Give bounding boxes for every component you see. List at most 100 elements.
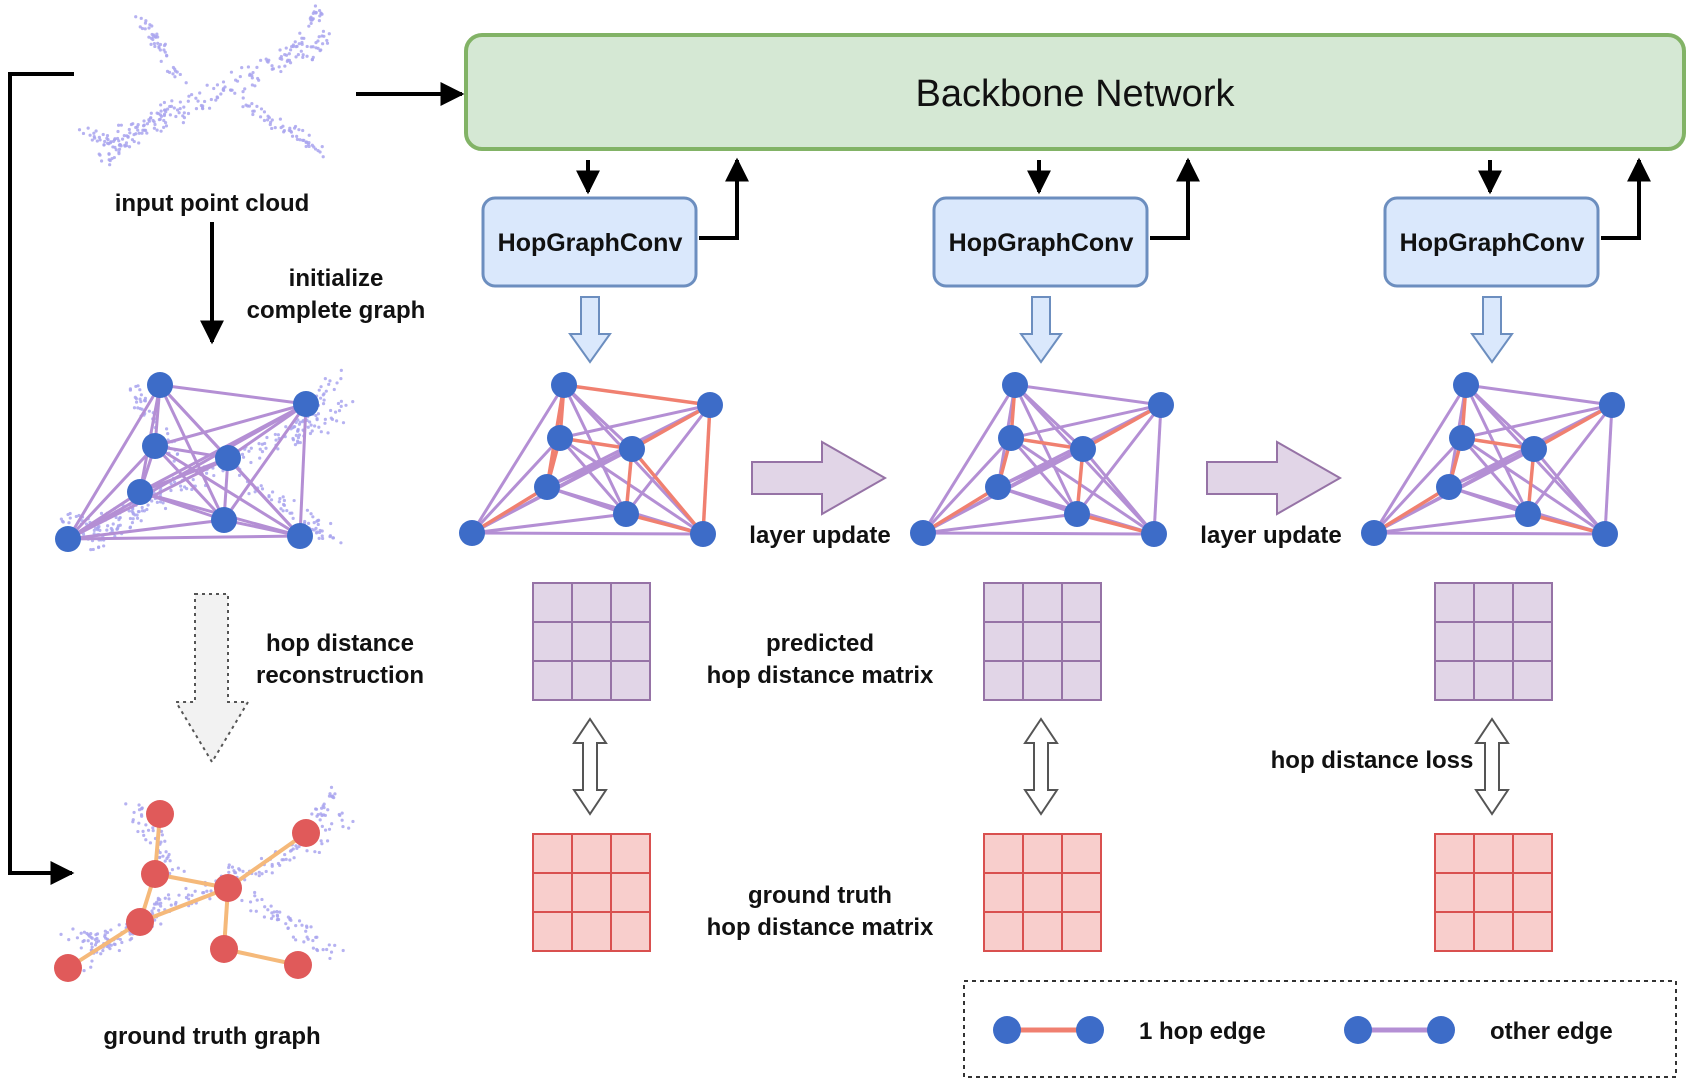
point xyxy=(233,870,237,875)
point xyxy=(290,134,295,138)
layer-update-label-1: layer update xyxy=(749,522,890,549)
point xyxy=(316,412,321,416)
point xyxy=(144,823,148,827)
point xyxy=(98,528,102,532)
matrix-cell xyxy=(1473,660,1514,701)
point xyxy=(155,900,159,904)
point xyxy=(288,916,292,921)
point xyxy=(241,869,245,873)
point xyxy=(341,421,346,425)
point xyxy=(314,46,318,50)
other-edge xyxy=(922,512,1078,535)
point xyxy=(294,924,298,928)
point xyxy=(66,512,70,517)
matrix-cell xyxy=(1512,582,1553,623)
point xyxy=(240,452,245,456)
point xyxy=(347,826,351,830)
point xyxy=(165,856,169,861)
point xyxy=(297,42,301,46)
conv-to-backbone-arrow xyxy=(699,157,749,240)
matrix-cell xyxy=(610,872,651,913)
point xyxy=(247,449,251,453)
point xyxy=(327,794,332,798)
point xyxy=(174,900,178,905)
point xyxy=(128,131,132,135)
point xyxy=(86,126,90,130)
point xyxy=(190,487,194,492)
other-edge xyxy=(559,403,711,440)
ground-truth-graph xyxy=(54,800,320,982)
other-edge xyxy=(922,531,1155,536)
point xyxy=(89,935,93,939)
point xyxy=(227,865,231,870)
point xyxy=(269,120,273,124)
gt-node xyxy=(141,860,169,888)
other-edge xyxy=(470,436,562,535)
point xyxy=(280,57,284,61)
point xyxy=(308,420,312,424)
initialize-label-line2: complete graph xyxy=(247,297,426,324)
hopgraphconv-box xyxy=(932,196,1149,288)
point xyxy=(277,917,281,922)
point xyxy=(269,916,274,921)
point xyxy=(156,112,161,116)
point xyxy=(317,850,321,855)
point xyxy=(255,65,259,69)
point xyxy=(170,99,174,103)
point xyxy=(299,49,303,53)
point xyxy=(289,129,293,133)
point xyxy=(296,435,301,440)
point xyxy=(253,894,257,898)
point xyxy=(124,141,129,145)
matrix-cell xyxy=(571,911,612,952)
point xyxy=(281,495,285,499)
matrix-cell xyxy=(1512,621,1553,662)
point xyxy=(158,850,162,855)
point xyxy=(110,156,114,161)
point xyxy=(323,421,327,425)
point xyxy=(301,53,305,57)
point xyxy=(282,498,287,503)
matrix-cell xyxy=(1061,833,1102,874)
point xyxy=(99,159,104,163)
point xyxy=(185,487,189,491)
point xyxy=(173,67,177,71)
point xyxy=(306,521,311,525)
point xyxy=(158,500,163,504)
point xyxy=(288,849,293,853)
point xyxy=(284,922,288,926)
point xyxy=(82,939,86,943)
point xyxy=(142,123,146,127)
point xyxy=(169,482,173,486)
point xyxy=(321,42,325,46)
onehop-edge xyxy=(1527,512,1606,536)
point xyxy=(278,117,282,121)
point xyxy=(271,67,275,71)
point xyxy=(138,25,142,29)
point xyxy=(294,938,298,942)
initialize-label-line1: initialize xyxy=(289,265,384,292)
point xyxy=(173,75,177,79)
point xyxy=(124,802,128,806)
point xyxy=(325,947,329,952)
point xyxy=(251,109,255,113)
point xyxy=(314,413,318,418)
point xyxy=(74,514,78,519)
point xyxy=(326,431,330,435)
point xyxy=(296,53,300,57)
graph-node xyxy=(1002,372,1028,398)
matrix-cell xyxy=(1434,911,1475,952)
point xyxy=(277,500,281,504)
point xyxy=(254,872,258,876)
point xyxy=(323,377,327,381)
legend-other-label: other edge xyxy=(1490,1018,1613,1045)
graph-node xyxy=(287,523,313,549)
point xyxy=(263,905,267,909)
graph-node xyxy=(1148,392,1174,418)
gt-edge xyxy=(226,831,308,890)
point xyxy=(166,893,171,897)
point xyxy=(93,943,98,947)
point xyxy=(233,91,237,95)
point xyxy=(159,129,163,133)
point xyxy=(129,122,134,127)
